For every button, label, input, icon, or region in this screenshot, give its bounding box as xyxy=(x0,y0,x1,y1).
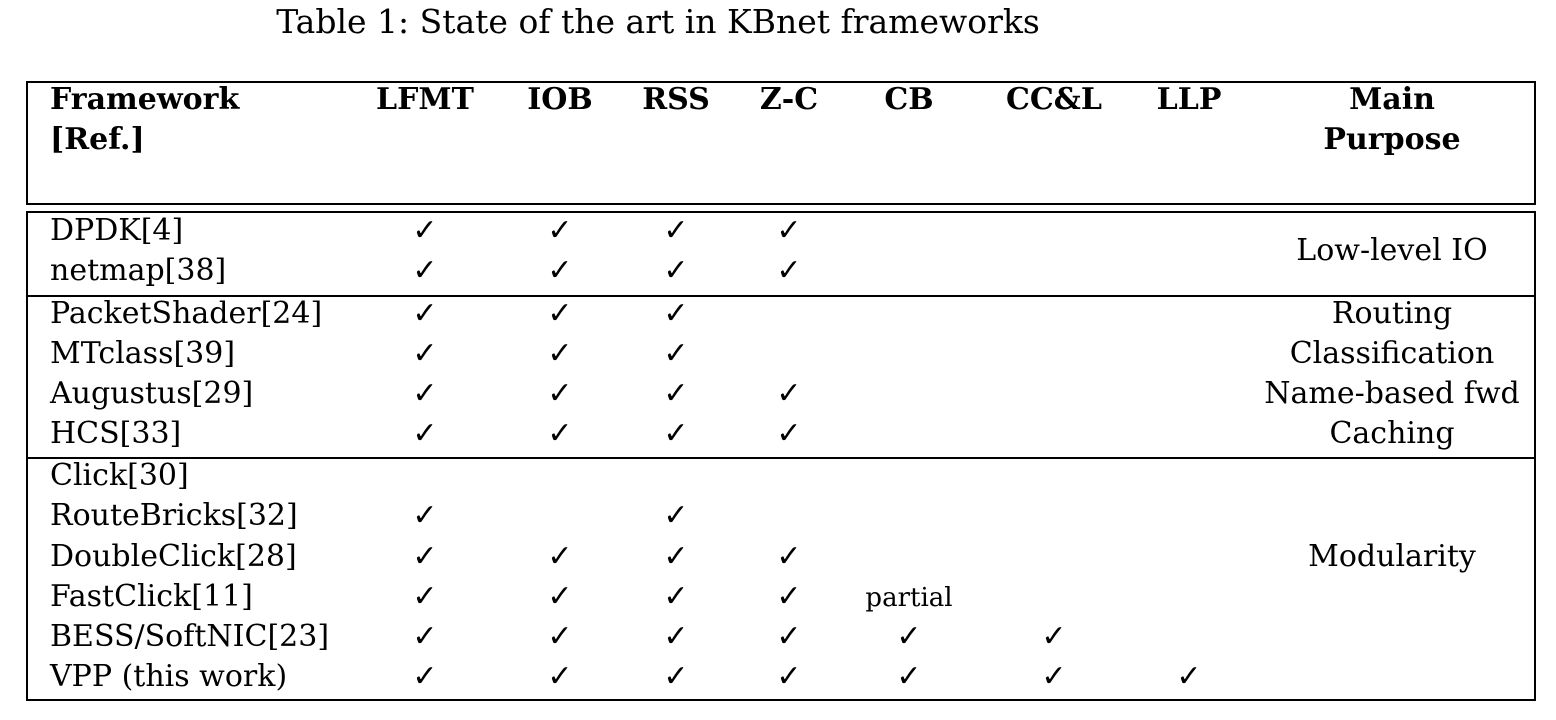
check-mark-icon: ✓ xyxy=(776,539,802,574)
check-mark-icon: ✓ xyxy=(412,498,438,533)
header-main: Main xyxy=(1349,82,1435,117)
check-mark-icon: ✓ xyxy=(547,539,573,574)
header-iob: IOB xyxy=(527,82,593,117)
header-zc: Z-C xyxy=(759,82,819,117)
check-mark-icon: ✓ xyxy=(547,659,573,694)
check-mark-icon: ✓ xyxy=(412,336,438,371)
check-mark-icon: ✓ xyxy=(776,416,802,451)
check-mark-icon: ✓ xyxy=(663,659,689,694)
check-mark-icon: ✓ xyxy=(663,416,689,451)
check-mark-icon: ✓ xyxy=(547,416,573,451)
check-mark-icon: ✓ xyxy=(1041,659,1067,694)
row-framework-name: VPP (this work) xyxy=(50,659,288,694)
check-mark-icon: ✓ xyxy=(776,213,802,248)
check-mark-icon: ✓ xyxy=(412,253,438,288)
check-mark-icon: ✓ xyxy=(896,659,922,694)
row-framework-name: MTclass[39] xyxy=(50,336,236,371)
group-separator xyxy=(28,295,1534,297)
purpose-modularity: Modularity xyxy=(1308,539,1476,574)
table-caption: Table 1: State of the art in KBnet frame… xyxy=(276,2,1040,41)
header-purpose: Purpose xyxy=(1323,122,1461,157)
check-mark-icon: ✓ xyxy=(776,253,802,288)
check-mark-icon: ✓ xyxy=(776,376,802,411)
header-lfmt: LFMT xyxy=(376,82,474,117)
row-framework-name: RouteBricks[32] xyxy=(50,498,298,533)
check-mark-icon: ✓ xyxy=(412,539,438,574)
partial-label: partial xyxy=(865,583,953,613)
row-framework-name: FastClick[11] xyxy=(50,579,253,614)
check-mark-icon: ✓ xyxy=(412,376,438,411)
purpose-caching: Caching xyxy=(1329,416,1455,451)
check-mark-icon: ✓ xyxy=(776,579,802,614)
purpose-name-based-fwd: Name-based fwd xyxy=(1264,376,1520,411)
check-mark-icon: ✓ xyxy=(412,579,438,614)
header-cb: CB xyxy=(884,82,934,117)
check-mark-icon: ✓ xyxy=(663,619,689,654)
header-llp: LLP xyxy=(1156,82,1222,117)
check-mark-icon: ✓ xyxy=(776,659,802,694)
check-mark-icon: ✓ xyxy=(663,336,689,371)
check-mark-icon: ✓ xyxy=(663,213,689,248)
header-rss: RSS xyxy=(642,82,710,117)
check-mark-icon: ✓ xyxy=(663,498,689,533)
row-framework-name: DoubleClick[28] xyxy=(50,539,297,574)
check-mark-icon: ✓ xyxy=(663,296,689,331)
purpose-classification: Classification xyxy=(1289,336,1495,371)
row-framework-name: Click[30] xyxy=(50,458,189,493)
check-mark-icon: ✓ xyxy=(547,336,573,371)
table-body xyxy=(26,211,1536,701)
row-framework-name: PacketShader[24] xyxy=(50,296,323,331)
check-mark-icon: ✓ xyxy=(663,376,689,411)
check-mark-icon: ✓ xyxy=(663,539,689,574)
row-framework-name: HCS[33] xyxy=(50,416,182,451)
check-mark-icon: ✓ xyxy=(663,253,689,288)
check-mark-icon: ✓ xyxy=(547,579,573,614)
check-mark-icon: ✓ xyxy=(547,619,573,654)
check-mark-icon: ✓ xyxy=(547,213,573,248)
check-mark-icon: ✓ xyxy=(412,296,438,331)
check-mark-icon: ✓ xyxy=(547,376,573,411)
check-mark-icon: ✓ xyxy=(776,619,802,654)
check-mark-icon: ✓ xyxy=(412,659,438,694)
row-framework-name: BESS/SoftNIC[23] xyxy=(50,619,330,654)
purpose-routing: Routing xyxy=(1331,296,1453,331)
header-ref: [Ref.] xyxy=(50,122,145,157)
check-mark-icon: ✓ xyxy=(663,579,689,614)
header-framework: Framework xyxy=(50,82,240,117)
check-mark-icon: ✓ xyxy=(896,619,922,654)
check-mark-icon: ✓ xyxy=(547,296,573,331)
purpose-low-level-io: Low-level IO xyxy=(1296,233,1488,268)
row-framework-name: DPDK[4] xyxy=(50,213,184,248)
table-header xyxy=(26,81,1536,205)
check-mark-icon: ✓ xyxy=(412,416,438,451)
group-separator xyxy=(28,457,1534,459)
row-framework-name: Augustus[29] xyxy=(50,376,254,411)
check-mark-icon: ✓ xyxy=(412,619,438,654)
check-mark-icon: ✓ xyxy=(1176,659,1202,694)
check-mark-icon: ✓ xyxy=(412,213,438,248)
check-mark-icon: ✓ xyxy=(547,253,573,288)
check-mark-icon: ✓ xyxy=(1041,619,1067,654)
header-ccl: CC&L xyxy=(1006,82,1102,117)
row-framework-name: netmap[38] xyxy=(50,253,227,288)
